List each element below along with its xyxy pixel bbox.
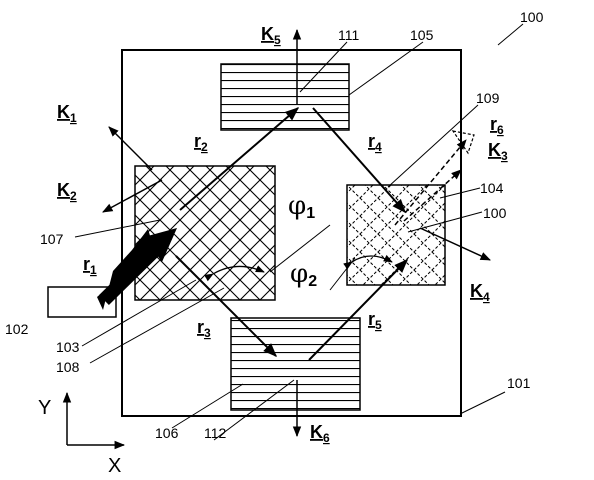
label-r3: r3 xyxy=(197,317,211,340)
ref-109: 109 xyxy=(476,90,500,106)
bottom-grating xyxy=(230,317,361,411)
vector-K3-arrow xyxy=(394,139,467,226)
axis-y-label: Y xyxy=(38,397,51,419)
leader-103 xyxy=(81,279,197,347)
ref-105: 105 xyxy=(410,27,434,43)
leader-107 xyxy=(74,219,161,238)
ref-100-inner: 100 xyxy=(483,205,507,221)
left-crossed-grating xyxy=(134,165,276,301)
incident-beam-arrow xyxy=(97,229,174,310)
leader-100b xyxy=(407,211,483,233)
angle-arc-phi1 xyxy=(204,265,265,282)
incident-beam-shaft xyxy=(99,243,162,305)
leader-108 xyxy=(89,287,225,364)
beam-r5 xyxy=(308,259,408,361)
ref-103: 103 xyxy=(56,339,80,355)
vector-r6-arrow xyxy=(403,169,462,222)
ref-112: 112 xyxy=(204,425,227,441)
leader-100 xyxy=(497,23,524,46)
label-r1: r1 xyxy=(83,254,97,277)
ref-100: 100 xyxy=(520,9,544,25)
label-K6: K6 xyxy=(310,422,330,445)
label-r2: r2 xyxy=(194,131,208,154)
ref-102: 102 xyxy=(5,321,29,337)
ref-106: 106 xyxy=(155,425,179,441)
leader-phi2 xyxy=(329,257,356,291)
ref-108: 108 xyxy=(56,359,80,375)
label-r4: r4 xyxy=(368,131,382,154)
vector-K2-arrow xyxy=(102,179,163,213)
leader-106 xyxy=(171,383,244,429)
angle-arc-phi2 xyxy=(343,254,393,270)
r6-dashed-triangle xyxy=(451,130,475,155)
label-phi1: φ1 xyxy=(288,191,315,222)
incident-beam-head xyxy=(144,228,177,262)
axis-x-label: X xyxy=(108,455,121,475)
ref-104: 104 xyxy=(480,180,504,196)
label-r5: r5 xyxy=(368,309,382,332)
label-K3: K3 xyxy=(488,140,508,163)
beam-r2 xyxy=(179,107,300,211)
beam-r3 xyxy=(175,255,277,357)
vector-K1-arrow xyxy=(108,126,153,171)
ref-101: 101 xyxy=(507,375,531,391)
leader-101 xyxy=(459,391,506,415)
leader-112 xyxy=(213,379,295,441)
label-r6: r6 xyxy=(490,114,504,137)
label-K4: K4 xyxy=(470,281,490,304)
leader-111 xyxy=(299,41,348,93)
leader-phi1 xyxy=(269,224,331,273)
label-phi2: φ2 xyxy=(290,259,317,290)
ref-107: 107 xyxy=(40,231,64,247)
label-K1: K1 xyxy=(57,102,77,125)
label-K2: K2 xyxy=(57,180,77,203)
vector-K4-arrow xyxy=(419,227,491,261)
chip-outline xyxy=(121,49,462,417)
beam-r4 xyxy=(312,107,406,214)
leader-104 xyxy=(439,187,481,199)
label-K5: K5 xyxy=(261,24,281,47)
leader-105 xyxy=(348,41,424,96)
ref-111: 111 xyxy=(338,27,359,43)
leader-109 xyxy=(387,104,479,188)
